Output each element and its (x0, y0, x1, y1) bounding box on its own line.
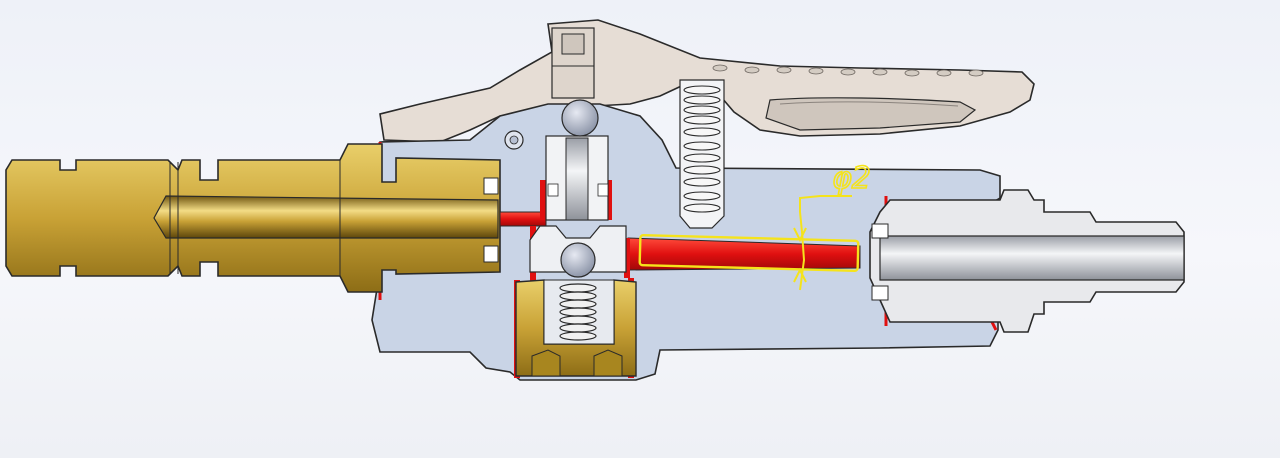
lever-return-spring (679, 79, 725, 229)
outlet-nozzle (869, 189, 1185, 333)
highlight-rectangle (638, 234, 860, 272)
dimension-leader (799, 195, 852, 291)
dimension-annotation: φ2 (638, 160, 872, 291)
dimension-label: φ2 (832, 161, 871, 196)
valve-seat (529, 135, 627, 273)
arrow-up (793, 267, 807, 283)
brass-inlet-fitting (5, 143, 501, 293)
upper-ball (561, 99, 599, 137)
arrow-down (793, 227, 807, 243)
seat-spring (559, 283, 597, 341)
ball-valve (560, 242, 596, 278)
